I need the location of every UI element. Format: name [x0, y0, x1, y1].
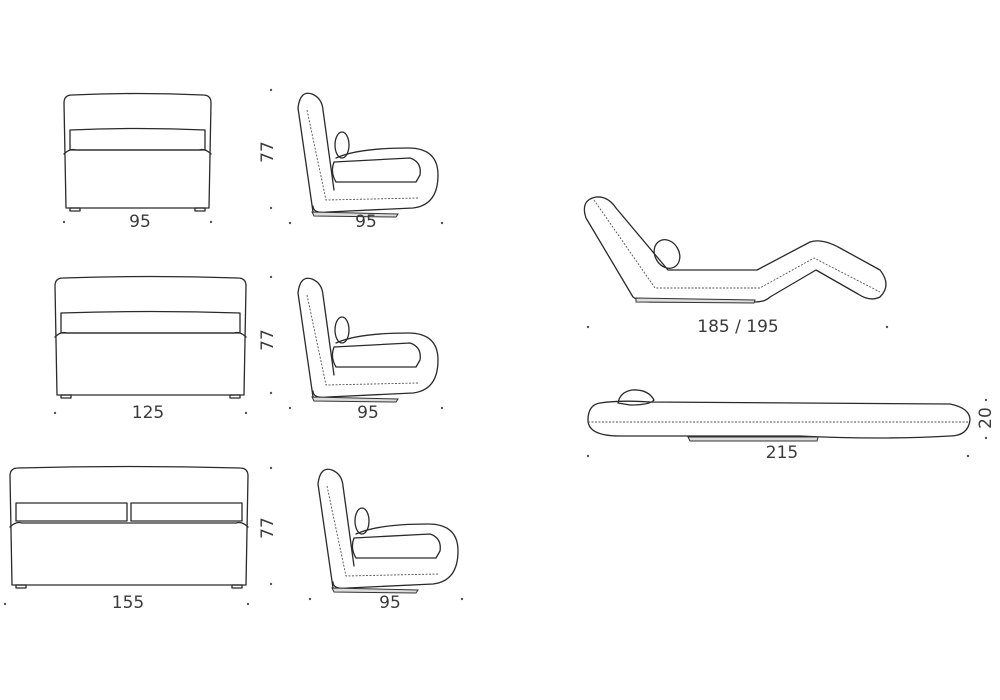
dimension-marker: [244, 411, 248, 415]
dimension-marker: [984, 398, 988, 402]
chair-seat-outline: [312, 147, 439, 214]
dimension-marker: [586, 325, 590, 329]
chaise-length-label: 185 / 195: [697, 317, 779, 337]
dimension-marker: [62, 220, 66, 224]
depth-label-3: 95: [379, 593, 401, 613]
chair-seat-outline: [312, 332, 439, 399]
seat-cushion: [331, 157, 421, 183]
bed-length-label: 215: [765, 443, 799, 463]
headrest-pillow: [334, 131, 350, 159]
chair-backrest: [297, 277, 335, 398]
dimension-marker: [440, 221, 444, 225]
headrest-pillow: [334, 316, 350, 344]
sofa-front-outline: [54, 275, 247, 396]
height-label-3: 77: [258, 517, 278, 539]
dimension-marker: [460, 597, 464, 601]
sofa-front-outline: [63, 92, 212, 209]
back-cushion: [130, 502, 243, 522]
chaise-pillow: [653, 239, 681, 269]
sofa-foot: [194, 207, 206, 212]
height-label-2: 77: [258, 329, 278, 351]
seam-line: [593, 199, 881, 293]
dimension-marker: [53, 411, 57, 415]
height-label-1: 77: [258, 141, 278, 163]
seat-cushion: [331, 342, 421, 368]
front-width-label-3: 155: [111, 593, 145, 613]
bed-base: [687, 436, 819, 442]
seam-line: [306, 294, 419, 386]
sofa-foot: [69, 207, 81, 212]
dimension-marker: [269, 206, 273, 210]
headrest-pillow: [354, 507, 370, 535]
bed-pillow: [617, 389, 655, 406]
bed-height-label: 20: [976, 407, 996, 429]
dimension-marker: [269, 275, 273, 279]
chair-base: [331, 587, 419, 594]
chair-base: [311, 396, 399, 403]
dimension-marker: [269, 391, 273, 395]
seat-edge: [63, 148, 212, 155]
dimension-marker: [308, 597, 312, 601]
sofa-foot: [15, 584, 27, 589]
dimension-marker: [288, 406, 292, 410]
chaise-base: [635, 297, 756, 304]
back-cushion: [15, 502, 128, 522]
back-cushion: [60, 310, 241, 334]
chaise-outline: [583, 196, 887, 303]
sofa-foot: [231, 584, 243, 589]
dimension-marker: [984, 436, 988, 440]
dimension-marker: [269, 582, 273, 586]
dimension-marker: [246, 602, 250, 606]
dimension-marker: [288, 221, 292, 225]
depth-label-1: 95: [355, 212, 377, 232]
chair-backrest: [297, 92, 335, 213]
dimension-marker: [885, 325, 889, 329]
front-width-label-2: 125: [131, 403, 165, 423]
sofa-foot: [229, 394, 241, 399]
dimension-marker: [3, 602, 7, 606]
dimension-marker: [269, 466, 273, 470]
dimension-marker: [586, 454, 590, 458]
dimension-marker: [440, 406, 444, 410]
dimension-marker: [209, 220, 213, 224]
sofa-front-outline: [9, 465, 249, 586]
depth-label-2: 95: [357, 403, 379, 423]
chair-base: [311, 211, 399, 218]
dimension-marker: [269, 88, 273, 92]
seam-line: [306, 109, 419, 201]
chair-seat-outline: [332, 523, 459, 590]
bed-outline: [587, 400, 971, 439]
back-cushion: [69, 127, 206, 151]
seat-edge: [9, 521, 249, 528]
seam-line: [326, 485, 439, 577]
seat-edge: [54, 331, 247, 338]
dimension-marker: [966, 454, 970, 458]
front-width-label-1: 95: [129, 212, 151, 232]
seat-cushion: [351, 533, 441, 559]
chair-backrest: [317, 468, 355, 589]
sofa-foot: [60, 394, 72, 399]
